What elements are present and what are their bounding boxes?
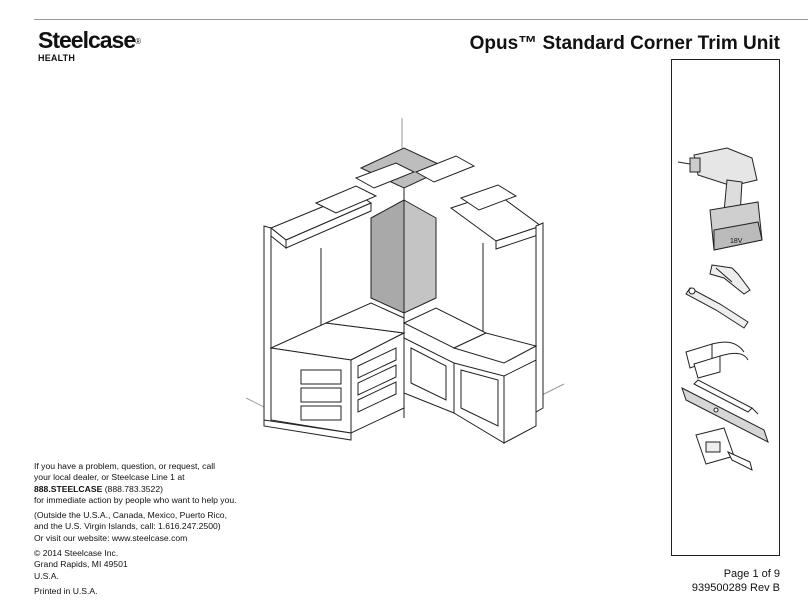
document-title: Opus™ Standard Corner Trim Unit: [469, 33, 780, 54]
tape-measure-icon: [695, 427, 753, 471]
drill-icon: 18V: [677, 147, 763, 251]
phone-digits: (888.783.3522): [104, 483, 163, 494]
contact-line: your local dealer, or Steelcase Line 1 a…: [34, 472, 185, 483]
drill-battery-label: 18V: [730, 238, 743, 245]
level-icon: [681, 386, 769, 444]
brand-name: Steelcase: [38, 27, 136, 53]
contact-line: If you have a problem, question, or requ…: [34, 461, 216, 471]
pencil-icon: [693, 379, 759, 415]
contact-line: for immediate action by people who want …: [34, 494, 237, 505]
page-number: Page 1 of 9: [723, 568, 780, 580]
address-city: Grand Rapids, MI 49501: [34, 559, 128, 570]
phone-line: 888.STEELCASE (888.783.3522): [34, 484, 294, 495]
international-line: (Outside the U.S.A., Canada, Mexico, Pue…: [34, 510, 227, 521]
website-line: Or visit our website: www.steelcase.com: [34, 532, 188, 543]
contact-information: If you have a problem, question, or requ…: [34, 461, 294, 597]
required-tools-panel: 18V: [671, 59, 780, 556]
registered-mark: ®: [135, 37, 142, 46]
phone-vanity-number: 888.STEELCASE: [34, 483, 103, 494]
copyright-line: © 2014 Steelcase Inc.: [34, 548, 119, 559]
printed-in: Printed in U.S.A.: [34, 585, 98, 596]
page-info: Page 1 of 9 939500289 Rev B: [692, 567, 780, 595]
brand-logo: Steelcase® HEALTH: [38, 28, 141, 63]
address-country: U.S.A.: [34, 570, 59, 581]
safety-glasses-icon: [685, 341, 749, 379]
corner-unit-illustration: [246, 118, 565, 444]
brand-division: HEALTH: [38, 53, 76, 63]
driver-bit-icon: [709, 264, 751, 295]
extension-bit-icon: [685, 287, 749, 329]
header-rule: [34, 19, 808, 20]
document-number: 939500289 Rev B: [691, 582, 780, 594]
international-line: and the U.S. Virgin Islands, call: 1.616…: [34, 521, 221, 532]
